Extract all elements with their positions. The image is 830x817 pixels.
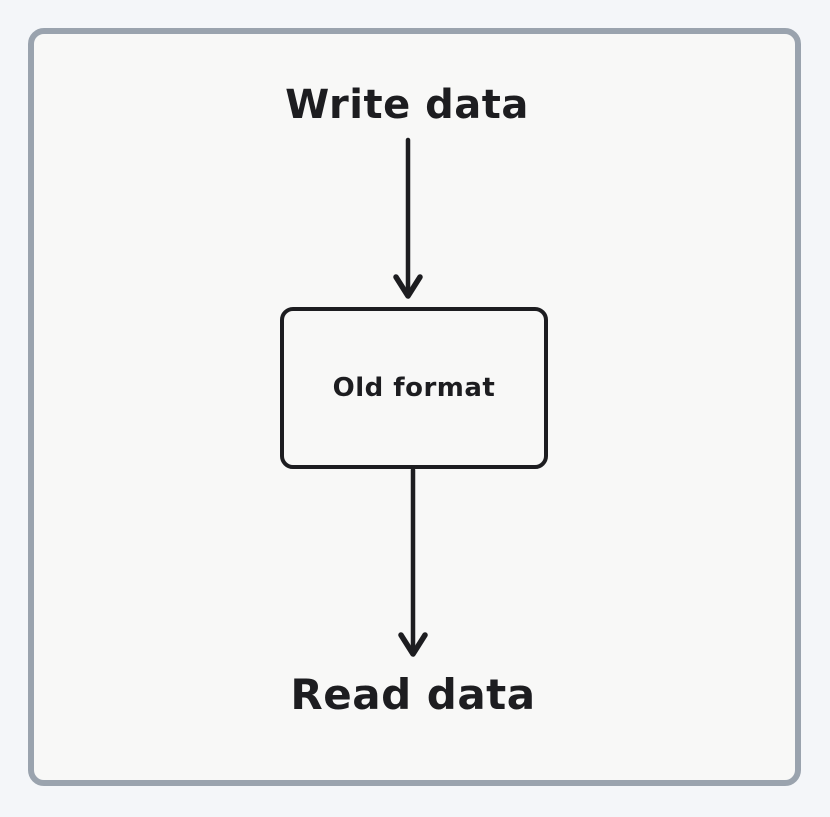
arrowhead-down-icon — [398, 632, 428, 657]
read-data-label: Read data — [290, 670, 536, 719]
arrow-down-node-to-read — [398, 467, 428, 657]
old-format-node-label: Old format — [332, 373, 496, 403]
arrowhead-down-icon — [393, 274, 423, 299]
arrow-down-write-to-node — [393, 137, 423, 299]
old-format-node: Old format — [280, 307, 548, 469]
write-data-label: Write data — [285, 82, 529, 128]
